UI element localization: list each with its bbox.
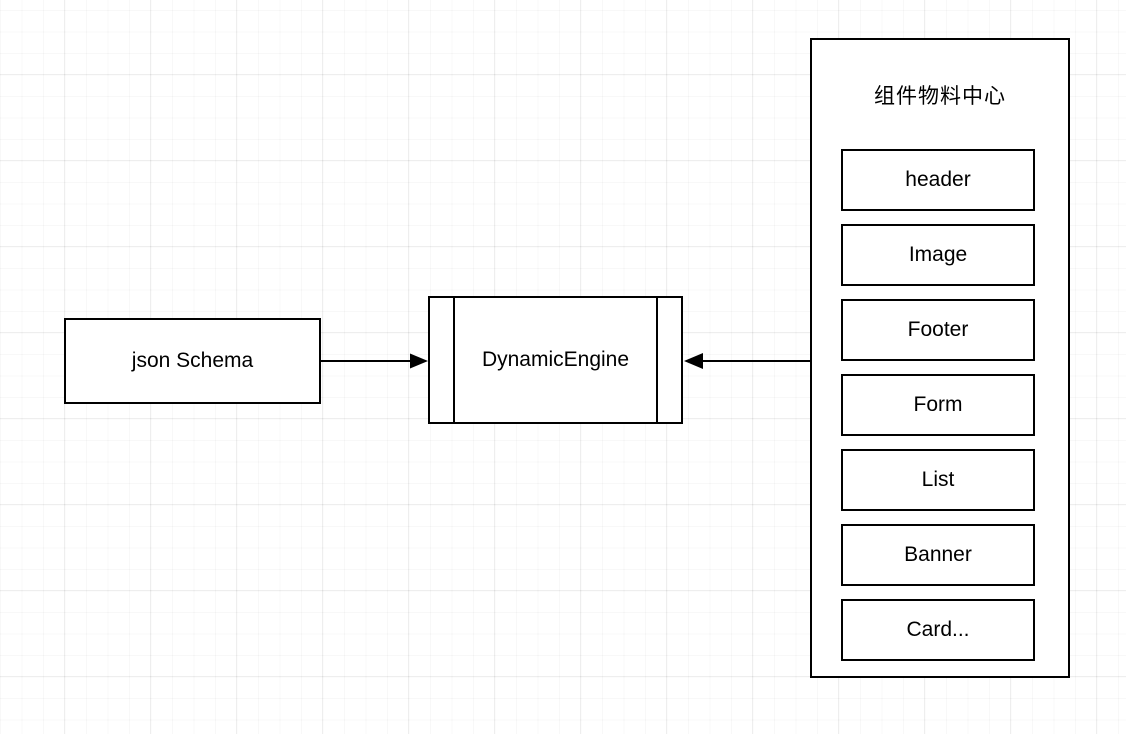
node-json-schema[interactable]: json Schema bbox=[64, 318, 321, 404]
edge-json-schema-to-dynamic-engine bbox=[321, 353, 428, 369]
component-item-form[interactable]: Form bbox=[841, 374, 1035, 436]
component-item-label: header bbox=[905, 168, 971, 191]
component-item-card[interactable]: Card... bbox=[841, 599, 1035, 661]
subprocess-left-bar bbox=[453, 298, 455, 422]
component-item-label: Footer bbox=[907, 318, 969, 341]
arrowhead-left-icon bbox=[684, 353, 703, 369]
component-item-list: header Image Footer Form List Banner Car… bbox=[841, 149, 1035, 661]
component-item-footer[interactable]: Footer bbox=[841, 299, 1035, 361]
subprocess-right-bar bbox=[656, 298, 658, 422]
edge-material-center-to-dynamic-engine bbox=[684, 353, 813, 369]
panel-title: 组件物料中心 bbox=[874, 84, 1006, 108]
node-dynamic-engine[interactable]: DynamicEngine bbox=[428, 296, 683, 424]
node-json-schema-label: json Schema bbox=[131, 349, 254, 372]
arrowhead-right-icon bbox=[410, 353, 428, 369]
component-item-label: Form bbox=[913, 393, 963, 416]
component-item-label: Card... bbox=[906, 618, 970, 641]
component-item-label: Banner bbox=[904, 543, 972, 566]
component-item-label: List bbox=[921, 468, 955, 491]
component-item-list[interactable]: List bbox=[841, 449, 1035, 511]
panel-material-center[interactable]: 组件物料中心 header Image Footer Form List Ban… bbox=[810, 38, 1070, 678]
node-dynamic-engine-label: DynamicEngine bbox=[481, 348, 630, 371]
component-item-banner[interactable]: Banner bbox=[841, 524, 1035, 586]
component-item-header[interactable]: header bbox=[841, 149, 1035, 211]
component-item-image[interactable]: Image bbox=[841, 224, 1035, 286]
component-item-label: Image bbox=[908, 243, 968, 266]
